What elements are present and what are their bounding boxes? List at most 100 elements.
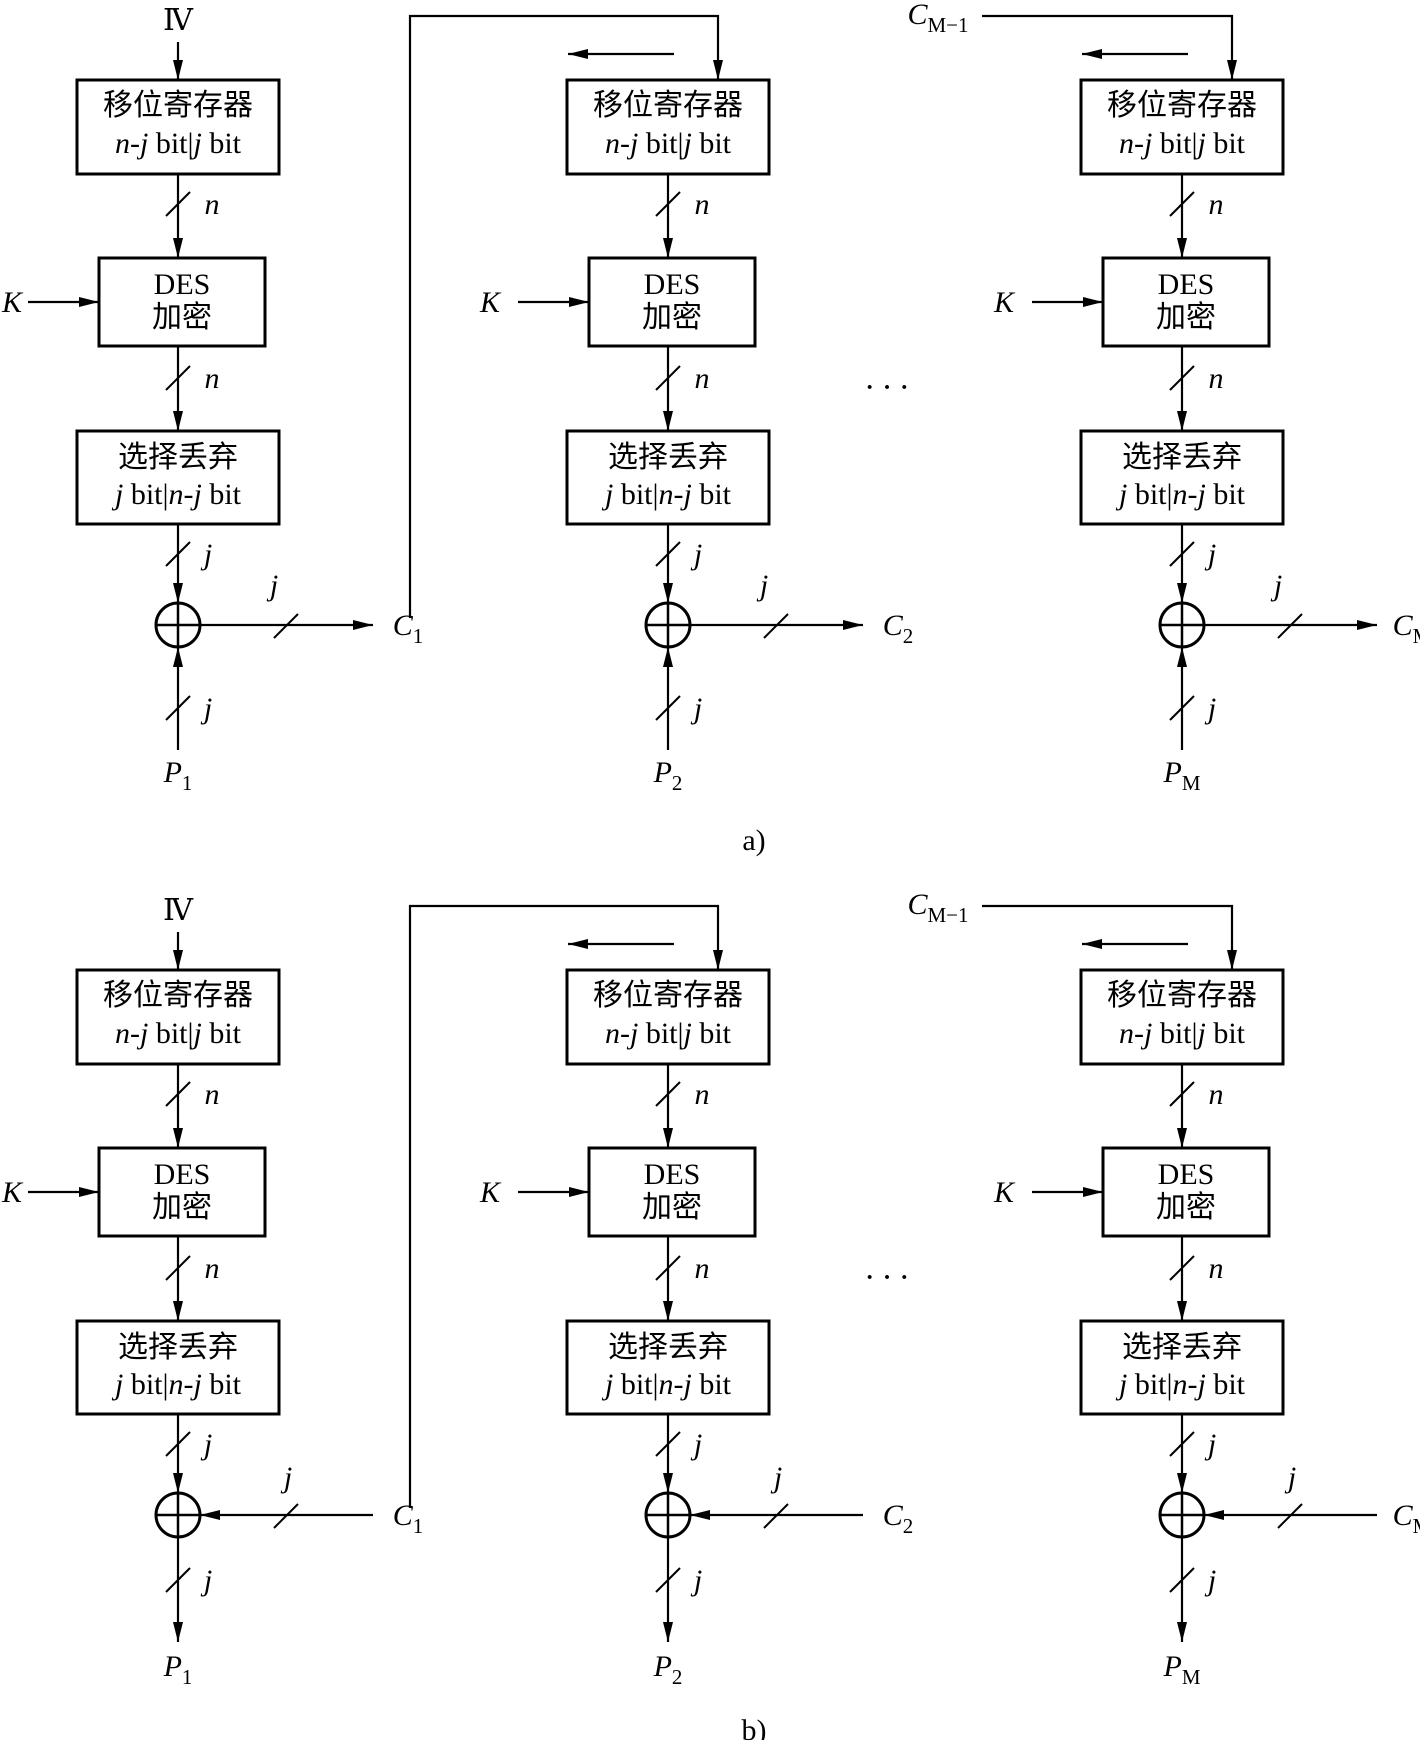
- select-discard-label: 选择丢弃: [118, 441, 238, 474]
- shift-register-bits: n-j bit|j bit: [1119, 1017, 1246, 1050]
- bus-width-j: j: [266, 569, 278, 602]
- ciphertext-label: C2: [883, 1499, 914, 1538]
- bus-slash: [1277, 613, 1303, 639]
- feedback-c1-path: [408, 904, 723, 1508]
- plaintext-label: P1: [163, 1650, 193, 1689]
- bus-width-n: n: [695, 1078, 710, 1111]
- select-discard-bits: j bit|n-j bit: [111, 1368, 242, 1401]
- key-label: K: [993, 286, 1016, 319]
- bus-slash: [1169, 191, 1195, 217]
- ciphertext-label: CM: [1393, 609, 1420, 648]
- bus-width-j: j: [770, 1461, 782, 1494]
- xor-symbol: [154, 1491, 202, 1539]
- shift-register-bits: n-j bit|j bit: [605, 1017, 732, 1050]
- bus-width-n: n: [205, 1078, 220, 1111]
- bus-width-n: n: [695, 362, 710, 395]
- bus-width-j: j: [690, 1428, 702, 1461]
- shift-register-bits: n-j bit|j bit: [115, 1017, 242, 1050]
- xor-symbol: [644, 601, 692, 649]
- bus-slash: [165, 1567, 191, 1593]
- bus-slash: [655, 541, 681, 567]
- key-label: K: [1, 286, 24, 319]
- c-prev-label: CM−1: [907, 888, 968, 927]
- plaintext-label: PM: [1162, 756, 1200, 795]
- ciphertext-label: CM: [1393, 1499, 1420, 1538]
- select-discard-label: 选择丢弃: [1122, 441, 1242, 474]
- bus-slash: [1169, 1431, 1195, 1457]
- bus-width-j: j: [280, 1461, 292, 1494]
- c-prev-arrow: [982, 14, 1237, 80]
- encrypt-label: 加密: [642, 301, 702, 334]
- ellipsis: ···: [864, 1259, 916, 1296]
- bus-width-n: n: [205, 1252, 220, 1285]
- bus-slash: [165, 365, 191, 391]
- encrypt-label: 加密: [152, 301, 212, 334]
- des-box: [1101, 1146, 1271, 1238]
- bus-width-j: j: [200, 692, 212, 725]
- iv-label: Ⅳ: [163, 4, 194, 37]
- key-label: K: [479, 1176, 502, 1209]
- shift-register-label: 移位寄存器: [103, 89, 253, 122]
- des-box: [97, 256, 267, 348]
- bus-slash: [655, 1081, 681, 1107]
- bus-slash: [655, 191, 681, 217]
- shift-register-bits: n-j bit|j bit: [1119, 127, 1246, 160]
- bus-width-n: n: [1209, 188, 1224, 221]
- panel-caption: a): [742, 824, 765, 857]
- bus-width-j: j: [200, 538, 212, 571]
- select-discard-label: 选择丢弃: [1122, 1331, 1242, 1364]
- xor-symbol: [644, 1491, 692, 1539]
- bus-slash: [1169, 1081, 1195, 1107]
- des-label: DES: [644, 268, 701, 301]
- bus-width-j: j: [1204, 1428, 1216, 1461]
- shift-register-box: [1079, 78, 1285, 176]
- plaintext-label: P1: [163, 756, 193, 795]
- encrypt-label: 加密: [642, 1191, 702, 1224]
- select-discard-bits: j bit|n-j bit: [1115, 478, 1246, 511]
- bus-slash: [165, 191, 191, 217]
- select-discard-bits: j bit|n-j bit: [1115, 1368, 1246, 1401]
- bus-slash: [655, 365, 681, 391]
- plaintext-label: P2: [653, 1650, 683, 1689]
- bus-slash: [165, 1081, 191, 1107]
- bus-width-j: j: [200, 1564, 212, 1597]
- bus-width-j: j: [1204, 1564, 1216, 1597]
- bus-width-j: j: [690, 538, 702, 571]
- plaintext-label: PM: [1162, 1650, 1200, 1689]
- des-label: DES: [644, 1158, 701, 1191]
- bus-width-j: j: [756, 569, 768, 602]
- bus-width-n: n: [205, 362, 220, 395]
- select-discard-bits: j bit|n-j bit: [601, 478, 732, 511]
- des-label: DES: [154, 1158, 211, 1191]
- plaintext-label: P2: [653, 756, 683, 795]
- bus-slash: [763, 1503, 789, 1529]
- select-discard-label: 选择丢弃: [608, 441, 728, 474]
- ciphertext-label: C2: [883, 609, 914, 648]
- panel-caption: b): [742, 1714, 767, 1740]
- shift-register-bits: n-j bit|j bit: [605, 127, 732, 160]
- bus-slash: [763, 613, 789, 639]
- select-discard-box: [565, 429, 771, 526]
- bus-width-n: n: [1209, 362, 1224, 395]
- bus-slash: [655, 695, 681, 721]
- ciphertext-label: C1: [393, 609, 424, 648]
- select-discard-bits: j bit|n-j bit: [111, 478, 242, 511]
- bus-slash: [1277, 1503, 1303, 1529]
- bus-width-n: n: [205, 188, 220, 221]
- iv-label: Ⅳ: [163, 894, 194, 927]
- shift-register-box: [1079, 968, 1285, 1066]
- key-label: K: [479, 286, 502, 319]
- bus-slash: [655, 1567, 681, 1593]
- shift-register-bits: n-j bit|j bit: [115, 127, 242, 160]
- xor-symbol: [154, 601, 202, 649]
- select-discard-label: 选择丢弃: [608, 1331, 728, 1364]
- des-label: DES: [154, 268, 211, 301]
- des-box: [97, 1146, 267, 1238]
- shift-register-label: 移位寄存器: [1107, 979, 1257, 1012]
- xor-symbol: [1158, 601, 1206, 649]
- c-prev-arrow: [982, 904, 1237, 970]
